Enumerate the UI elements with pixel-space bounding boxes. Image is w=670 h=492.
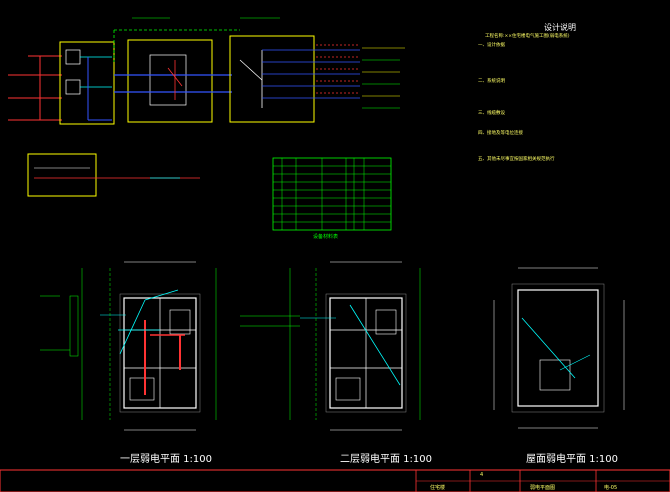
note-line: 三、线缆敷设 — [478, 111, 505, 116]
plan-3 — [493, 267, 625, 429]
sheet-number: 4 — [480, 472, 484, 478]
plan-2 — [240, 261, 421, 431]
plan-title-3: 屋面弱电平面 1:100 — [526, 454, 618, 465]
note-line: 二、系统说明 — [478, 79, 505, 84]
plan-title-2: 二层弱电平面 1:100 — [340, 454, 432, 465]
sub-diagram — [27, 153, 200, 197]
legend-caption: 设备材料表 — [313, 234, 339, 240]
system-diagram — [8, 17, 405, 125]
note-line: 一、设计依据 — [478, 43, 505, 48]
note-line: 五、其他未尽事宜按国家相关规范执行 — [478, 157, 555, 162]
plan-1 — [40, 261, 217, 431]
plan-title-1: 一层弱电平面 1:100 — [120, 454, 212, 465]
title-block — [0, 469, 670, 492]
legend-table — [272, 157, 392, 231]
drawing-code: 电-05 — [604, 485, 618, 491]
note-line: 四、接地及等电位连接 — [478, 131, 523, 136]
notes-title: 设计说明 — [544, 23, 576, 32]
drawing-name: 弱电平面图 — [530, 485, 556, 491]
project-name: 住宅楼 — [430, 485, 446, 491]
note-line: 工程名称:××住宅楼电气施工图(弱电系统) — [485, 34, 570, 39]
